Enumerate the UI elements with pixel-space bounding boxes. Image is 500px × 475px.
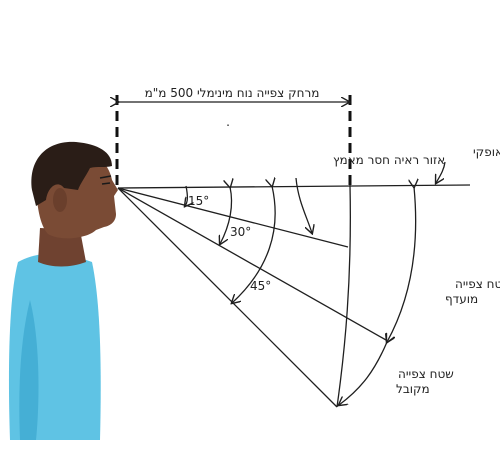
preferred-area-label-2: מועדף [445, 292, 478, 306]
person-profile-icon [8, 141, 118, 440]
angle-30-label: 30° [230, 225, 251, 239]
distance-label: מרחק צפייה נוח מינימלי 500 מ"מ [145, 86, 320, 100]
horizontal-line-pointer [436, 161, 446, 183]
angle-15-label: 15° [188, 194, 209, 208]
acceptable-area-label-2: מקובל [396, 382, 430, 396]
horizontal-line-label: קו ראיה אופקי [473, 145, 500, 159]
center-dot: . [226, 115, 230, 129]
acceptable-area-arc [339, 342, 387, 405]
no-effort-zone-label: אזור ראיה חסר מאמץ [333, 153, 445, 167]
no-effort-zone-pointer [295, 177, 312, 233]
viewing-distance-arc [336, 184, 351, 408]
sight-line-30deg [117, 187, 387, 341]
sight-line-45deg [117, 187, 338, 408]
angle-45-label: 45° [250, 279, 271, 293]
acceptable-area-label-1: שטח צפייה [398, 367, 454, 381]
angle-arc-45 [232, 186, 275, 303]
horizontal-sight-line [117, 184, 471, 189]
angle-arc-15 [185, 185, 187, 206]
preferred-area-label-1: שטח צפייה [455, 277, 500, 291]
preferred-area-arc [387, 187, 416, 342]
